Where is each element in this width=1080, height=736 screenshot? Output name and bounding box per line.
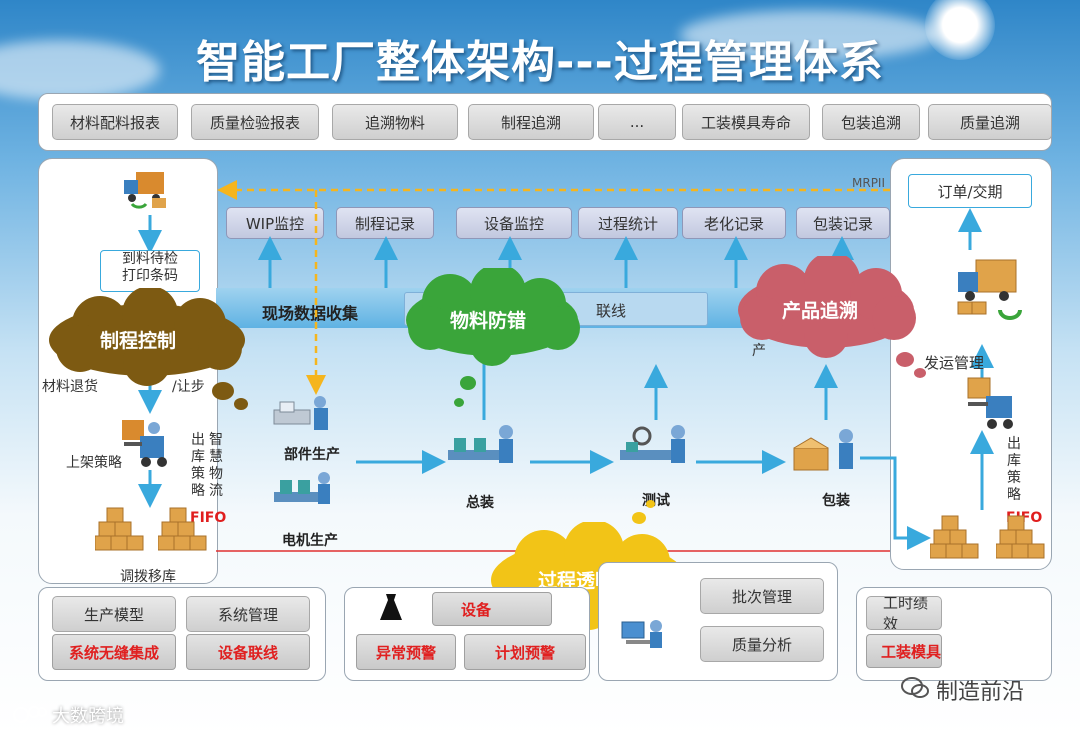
arrival-inspection-box[interactable]: 到料待检 打印条码: [100, 250, 200, 292]
watermark-logo-icon: [12, 704, 48, 726]
testing-label: 测试: [642, 493, 670, 509]
material-return-label: 材料退货: [42, 379, 98, 395]
arrow-to-shipping: [860, 456, 931, 550]
forklift-icon: [118, 414, 172, 468]
order-delivery-box[interactable]: 订单/交期: [908, 174, 1032, 208]
component-production-icon: [272, 392, 336, 440]
outbound-strategy-vertical: 出库策略: [191, 432, 205, 499]
cloud-bubble: [632, 512, 646, 524]
transparency-label: 过程透明: [538, 570, 615, 592]
cloud-bubble: [646, 500, 655, 508]
watermark-left: 大数跨境: [52, 706, 124, 727]
sun-icon: [925, 0, 995, 60]
exception-warning-button[interactable]: 异常预警: [356, 634, 456, 670]
smart-logistics-vertical: 智慧物流: [209, 432, 223, 499]
mrpii-label: MRPII: [852, 176, 886, 190]
motor-production-icon: [272, 470, 336, 518]
cloud-bubble: [914, 368, 926, 378]
cloud-bubble: [460, 376, 476, 390]
monitor-button[interactable]: 过程统计: [578, 207, 678, 239]
traceability-label: 产品追溯: [782, 300, 859, 322]
truck-icon: [122, 168, 174, 210]
cloud-bubble: [896, 352, 914, 367]
motor-production-label: 电机生产: [282, 533, 338, 549]
boxes-icon: [94, 506, 145, 552]
boxes-icon: [157, 506, 208, 552]
page-title: 智能工厂整体架构---过程管理体系: [196, 37, 884, 88]
wechat-icon: [900, 676, 930, 700]
assembly-label: 总装: [466, 495, 494, 511]
monitor-button[interactable]: 设备监控: [456, 207, 572, 239]
tooling-mold-button[interactable]: 工装模具: [866, 634, 942, 668]
weight-icon: [378, 592, 404, 622]
device-alarm-button[interactable]: 设备: [432, 592, 552, 626]
batch-management-button[interactable]: 批次管理: [700, 578, 824, 614]
plan-warning-button[interactable]: 计划预警: [464, 634, 586, 670]
seamless-integration-button[interactable]: 系统无缝集成: [52, 634, 176, 670]
report-button[interactable]: ...: [598, 104, 676, 140]
monitor-button[interactable]: 老化记录: [682, 207, 786, 239]
report-button[interactable]: 质量检验报表: [191, 104, 319, 140]
data-collection-label: 现场数据收集: [262, 304, 359, 323]
sky-cloud: [0, 40, 160, 100]
monitor-button[interactable]: 包装记录: [796, 207, 890, 239]
report-button[interactable]: 工装模具寿命: [682, 104, 810, 140]
anti-error-cloud: [406, 268, 580, 366]
report-button[interactable]: 材料配料报表: [52, 104, 178, 140]
cloud-bubble: [212, 382, 234, 400]
product-partial-label: 产: [752, 343, 766, 359]
shelf-strategy-label: 上架策略: [66, 455, 122, 471]
fifo-left: FIFO: [190, 510, 227, 526]
link-label: 联线: [596, 302, 627, 320]
assembly-icon: [446, 424, 522, 474]
report-button[interactable]: 制程追溯: [468, 104, 594, 140]
outbound-strategy-right: 出库策略: [1007, 436, 1021, 503]
shipping-management-label: 发运管理: [924, 354, 985, 372]
computer-operator-icon: [620, 616, 666, 650]
delivery-truck-icon: [956, 256, 1028, 322]
component-production-label: 部件生产: [284, 447, 340, 463]
report-button[interactable]: 包装追溯: [822, 104, 920, 140]
sky-cloud: [680, 10, 940, 60]
testing-icon: [618, 424, 694, 474]
boxes-icon: [995, 514, 1046, 560]
anti-error-label: 物料防错: [450, 310, 527, 332]
production-model-button[interactable]: 生产模型: [52, 596, 176, 632]
equipment-link-button[interactable]: 设备联线: [186, 634, 310, 670]
packaging-label: 包装: [822, 493, 850, 509]
process-control-label: 制程控制: [100, 330, 177, 352]
quality-analysis-button[interactable]: 质量分析: [700, 626, 824, 662]
transfer-label: 调拨移库: [120, 569, 176, 585]
process-control-cloud: [49, 288, 245, 386]
watermark-right: 制造前沿: [936, 680, 1025, 705]
concession-label: /让步: [172, 379, 205, 395]
traceability-cloud: [738, 256, 916, 358]
packaging-icon: [790, 428, 860, 478]
work-hours-button[interactable]: 工时绩效: [866, 596, 942, 630]
cloud-bubble: [234, 398, 248, 410]
boxes-icon: [929, 514, 980, 560]
cloud-bubble: [454, 398, 464, 407]
forklift-icon-right: [962, 374, 1018, 430]
report-button[interactable]: 质量追溯: [928, 104, 1052, 140]
report-button[interactable]: 追溯物料: [332, 104, 458, 140]
system-management-button[interactable]: 系统管理: [186, 596, 310, 632]
